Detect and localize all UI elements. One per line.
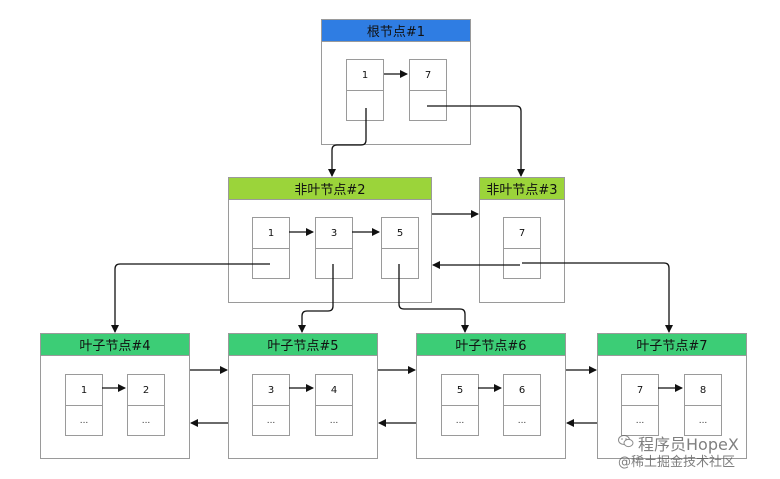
cell-key: 1 — [66, 375, 102, 406]
watermark-author: 程序员HopeX — [638, 435, 739, 454]
nonleaf2-cell-1: 1 — [252, 217, 290, 279]
nonleaf2-to-leaf5-edge — [298, 264, 334, 333]
leaf-node-4: 叶子节点#4 1 ... 2 ... — [40, 333, 190, 459]
leaf5-cell-1: 3 ... — [252, 374, 290, 436]
root-cell-1: 1 — [346, 59, 384, 121]
leaf-node-5-title: 叶子节点#5 — [229, 334, 377, 356]
cell-pointer: ... — [141, 415, 151, 426]
nonleaf2-cell-2: 3 — [315, 217, 353, 279]
leaf-node-7-title: 叶子节点#7 — [598, 334, 746, 356]
leaf4-cell-1: 1 ... — [65, 374, 103, 436]
cell-key: 7 — [504, 218, 540, 249]
cell-key: 6 — [504, 375, 540, 406]
nonleaf2-cell-3: 5 — [381, 217, 419, 279]
root-to-nonleaf3-edge — [427, 105, 525, 177]
root-cell-2: 7 — [409, 59, 447, 121]
cell-pointer: ... — [517, 415, 527, 426]
cell-key: 7 — [622, 375, 658, 406]
cell-pointer: ... — [79, 415, 89, 426]
leaf-node-6: 叶子节点#6 5 ... 6 ... — [416, 333, 566, 459]
cell-key: 3 — [316, 218, 352, 249]
leaf-node-7: 叶子节点#7 7 ... 8 ... — [597, 333, 747, 459]
nonleaf-node-3: 非叶节点#3 7 — [479, 177, 565, 303]
leaf7-cell-1: 7 ... — [621, 374, 659, 436]
nonleaf-node-3-title: 非叶节点#3 — [480, 178, 564, 200]
nonleaf2-to-leaf4-edge — [111, 263, 270, 333]
cell-key: 2 — [128, 375, 164, 406]
root-node-title: 根节点#1 — [322, 20, 470, 42]
cell-pointer: ... — [635, 415, 645, 426]
cell-key: 5 — [442, 375, 478, 406]
cell-key: 5 — [382, 218, 418, 249]
nonleaf-node-2-title: 非叶节点#2 — [229, 178, 431, 200]
watermark: 程序员HopeX @稀土掘金技术社区 — [618, 431, 778, 471]
leaf7-cell-2: 8 ... — [684, 374, 722, 436]
cell-pointer: ... — [266, 415, 276, 426]
cell-key: 1 — [253, 218, 289, 249]
leaf4-cell-2: 2 ... — [127, 374, 165, 436]
leaf6-cell-1: 5 ... — [441, 374, 479, 436]
root-node: 根节点#1 1 7 — [321, 19, 471, 145]
cell-key: 4 — [316, 375, 352, 406]
watermark-community: @稀土掘金技术社区 — [618, 455, 736, 470]
nonleaf-node-2: 非叶节点#2 1 3 5 — [228, 177, 432, 303]
root-to-nonleaf2-edge — [328, 108, 367, 177]
cell-pointer: ... — [329, 415, 339, 426]
leaf-node-6-title: 叶子节点#6 — [417, 334, 565, 356]
leaf-node-4-title: 叶子节点#4 — [41, 334, 189, 356]
leaf6-cell-2: 6 ... — [503, 374, 541, 436]
cell-pointer: ... — [698, 415, 708, 426]
nonleaf3-to-leaf7-edge — [522, 262, 673, 333]
cell-key: 1 — [347, 60, 383, 91]
cell-pointer: ... — [455, 415, 465, 426]
nonleaf3-cell-1: 7 — [503, 217, 541, 279]
wechat-icon — [618, 435, 634, 448]
nonleaf2-to-leaf6-edge — [398, 264, 469, 333]
leaf5-cell-2: 4 ... — [315, 374, 353, 436]
cell-key: 8 — [685, 375, 721, 406]
cell-key: 3 — [253, 375, 289, 406]
leaf-node-5: 叶子节点#5 3 ... 4 ... — [228, 333, 378, 459]
cell-key: 7 — [410, 60, 446, 91]
